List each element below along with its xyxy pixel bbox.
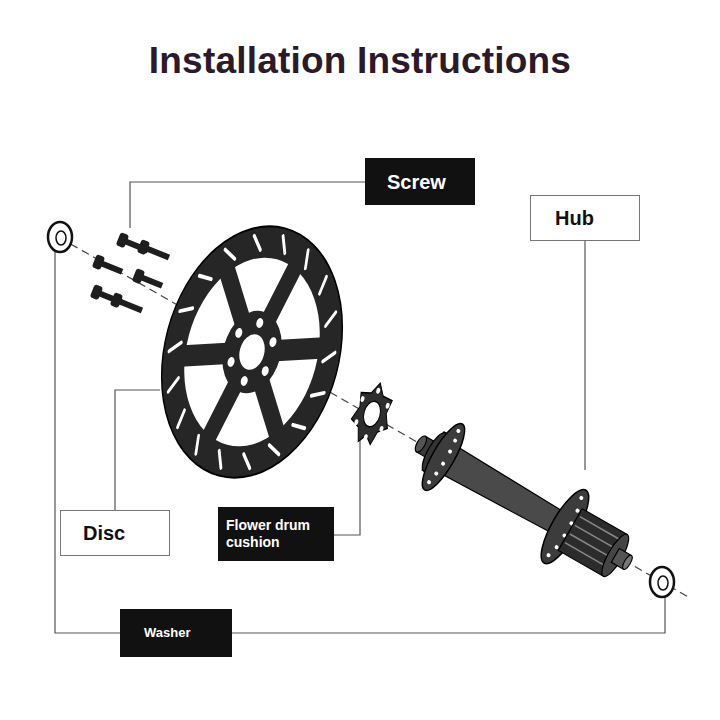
- part-label: Hub: [555, 206, 594, 230]
- hub: [397, 406, 651, 601]
- leader-lines: [55, 182, 665, 633]
- label-text-group: Hub: [555, 206, 594, 230]
- screws: [90, 232, 172, 317]
- label-box: Washer: [120, 609, 232, 657]
- part-label: Washer: [144, 625, 190, 641]
- disc-rotor: [135, 206, 369, 498]
- label-box: Hub: [530, 195, 640, 241]
- title: Installation Instructions: [0, 40, 720, 82]
- axis-line: [48, 231, 690, 598]
- washer: [650, 567, 674, 597]
- part-label: Screw: [387, 170, 446, 194]
- label-box: Screw: [365, 158, 475, 205]
- label-box: Flower drum cushion: [218, 507, 334, 561]
- washer: [48, 222, 72, 252]
- part-label: Flower drum cushion: [226, 517, 328, 551]
- label-box: Disc: [60, 510, 170, 556]
- label-text-group: Screw: [387, 170, 446, 194]
- part-label: Disc: [83, 521, 125, 545]
- label-text-group: Washer: [144, 625, 190, 641]
- label-text-group: Disc: [83, 521, 125, 545]
- adapter: [346, 378, 398, 448]
- label-text-group: Flower drum cushion: [226, 517, 328, 551]
